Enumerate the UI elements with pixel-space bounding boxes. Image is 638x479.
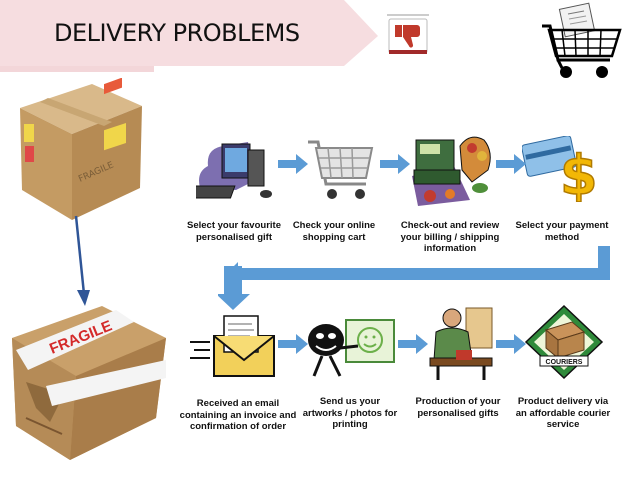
flow-arrow-right	[496, 154, 526, 174]
flow-arrow-right	[278, 334, 308, 354]
down-arrow	[74, 215, 90, 306]
fragile-box-image: FRAGILE	[0, 78, 154, 226]
flow-arrow-right	[380, 154, 410, 174]
row-connector-arrow	[218, 246, 610, 310]
shopping-cart-icon	[542, 2, 622, 78]
thumbs-down-icon	[387, 14, 429, 54]
svg-text:$: $	[560, 144, 598, 202]
step-email-label: Received an email containing an invoice …	[179, 398, 297, 432]
cash-register-icon	[412, 136, 491, 206]
step-delivery-label: Product delivery via an affordable couri…	[515, 396, 611, 430]
payment-card-icon: $	[522, 136, 598, 202]
flow-arrow-right	[398, 334, 428, 354]
page-title: DELIVERY PROBLEMS	[54, 19, 300, 47]
flow-arrow-right	[496, 334, 526, 354]
couriers-badge-text: COURIERS	[546, 359, 583, 366]
flow-arrow-right	[278, 154, 308, 174]
step-payment-label: Select your payment method	[515, 220, 609, 243]
step-check-cart-label: Check your online shopping cart	[292, 220, 376, 243]
step-artwork-label: Send us your artworks / photos for print…	[302, 396, 398, 430]
damaged-box-image: FRAGILE	[12, 306, 166, 460]
craftsman-icon	[429, 307, 493, 380]
banner-underline	[0, 66, 154, 72]
online-cart-icon	[308, 140, 374, 199]
step-checkout-label: Check-out and review your billing / ship…	[400, 220, 500, 254]
step-select-gift-label: Select your favourite personalised gift	[187, 220, 281, 243]
courier-box-icon: COURIERS	[524, 304, 604, 380]
computer-icon	[196, 142, 272, 199]
artwork-icon	[308, 319, 395, 377]
title-banner: DELIVERY PROBLEMS	[0, 0, 378, 72]
email-envelope-icon	[190, 315, 275, 377]
step-production-label: Production of your personalised gifts	[415, 396, 501, 419]
